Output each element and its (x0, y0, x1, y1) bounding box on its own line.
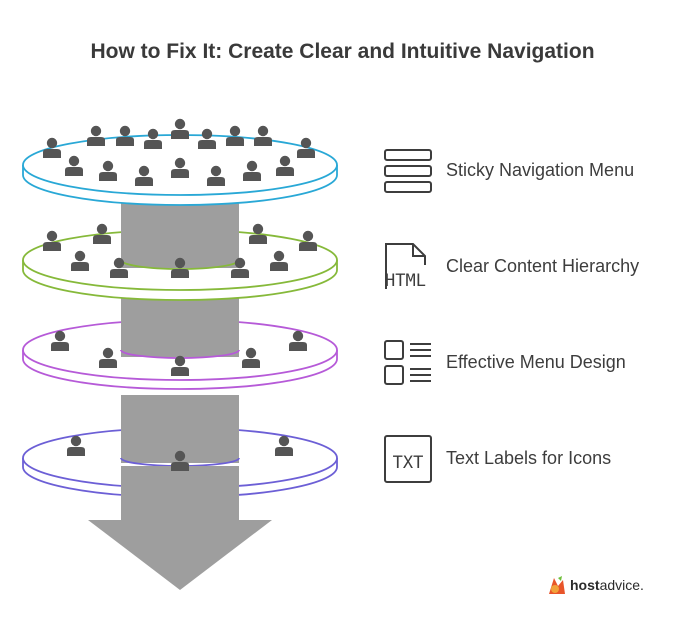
layer-disc-3 (22, 297, 338, 390)
brand-wordmark: hostadvice. (570, 577, 644, 593)
layer-disc-2 (22, 198, 338, 301)
brand-light-text: advice. (599, 577, 644, 593)
html-icon-text: HTML (385, 271, 426, 291)
layer-disc-1 (22, 118, 338, 206)
txt-icon-text: TXT (393, 453, 424, 473)
layer-label-3: Effective Menu Design (446, 352, 626, 372)
layer-disc-4 (22, 395, 338, 522)
page-title: How to Fix It: Create Clear and Intuitiv… (90, 40, 595, 63)
checklist-icon (384, 340, 431, 385)
stacked-bars-icon (384, 149, 432, 193)
txt-document-icon: TXT (384, 435, 432, 483)
layer-label-4: Text Labels for Icons (446, 448, 612, 468)
brand-logo-icon (549, 576, 565, 594)
layer-label-1: Sticky Navigation Menu (446, 160, 635, 180)
layer-label-2: Clear Content Hierarchy (446, 256, 640, 276)
html-document-icon: HTML (385, 243, 426, 291)
brand-bold-text: host (570, 577, 600, 593)
funnel-arrow (88, 520, 272, 590)
